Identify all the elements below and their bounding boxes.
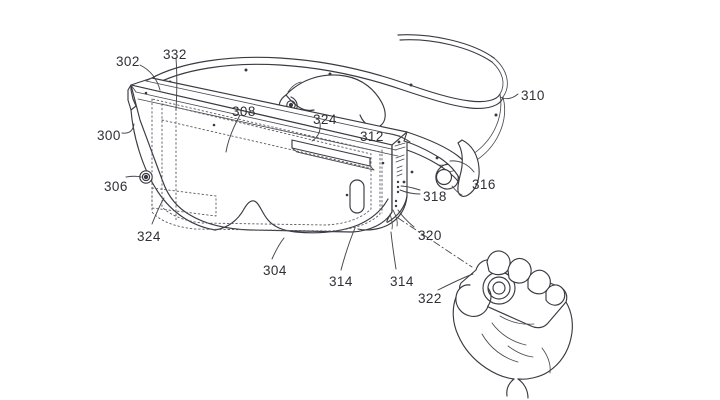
reference-numeral-314-left: 314 xyxy=(329,274,353,289)
signal-ray-group xyxy=(397,217,473,268)
reference-numeral-332: 332 xyxy=(163,47,187,62)
reference-numeral-314-right: 314 xyxy=(390,274,414,289)
head-strap-group xyxy=(149,34,508,173)
front-camera-lens-group xyxy=(139,170,153,184)
reference-numeral-318: 318 xyxy=(423,189,447,204)
reference-numeral-312: 312 xyxy=(360,129,384,144)
internal-hidden-outlines xyxy=(144,91,401,232)
reference-numeral-324-top: 324 xyxy=(313,112,337,127)
reference-numeral-324-bottom: 324 xyxy=(137,229,161,244)
connector-ports-group xyxy=(389,142,406,230)
reference-numeral-304: 304 xyxy=(263,263,287,278)
reference-numeral-302: 302 xyxy=(116,54,140,69)
upper-vent-slot-group xyxy=(291,139,375,171)
reference-numeral-320: 320 xyxy=(418,228,442,243)
reference-numeral-308: 308 xyxy=(232,104,256,119)
reference-numeral-316: 316 xyxy=(472,177,496,192)
reference-numeral-306: 306 xyxy=(104,179,128,194)
right-temple-arm-group xyxy=(402,131,480,197)
reference-numeral-322: 322 xyxy=(418,291,442,306)
leader-lines-group xyxy=(121,57,519,291)
reference-numeral-310: 310 xyxy=(521,88,545,103)
reference-numeral-300: 300 xyxy=(97,128,121,143)
hand-controller-group xyxy=(452,250,573,399)
display-housing-group xyxy=(127,77,408,234)
side-button-group xyxy=(349,179,365,214)
